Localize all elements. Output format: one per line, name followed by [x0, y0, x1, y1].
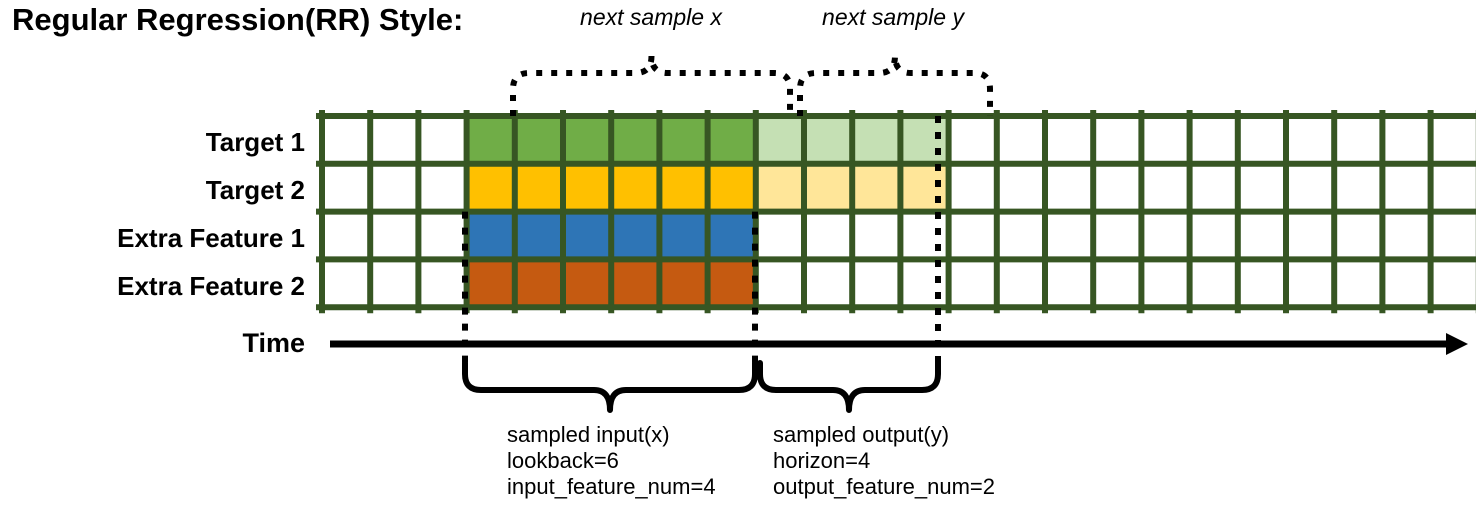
brace-caption-next-sample-y: next sample y [822, 4, 964, 30]
grid-cell [563, 259, 612, 308]
top-dotted-braces [510, 55, 993, 116]
grid-cell [707, 163, 756, 212]
grid-cell [514, 259, 563, 308]
grid-cell [804, 116, 853, 164]
grid-cell [466, 116, 515, 164]
grid-cell [563, 163, 612, 212]
brace-caption-next-sample-x: next sample x [580, 4, 722, 30]
grid-cell [514, 163, 563, 212]
page-title: Regular Regression(RR) Style: [12, 2, 464, 37]
grid-cell [804, 163, 853, 212]
time-axis-label: Time [242, 328, 305, 358]
grid-cell [563, 116, 612, 164]
grid-cell [707, 211, 756, 260]
row-label-extra-feature-1: Extra Feature 1 [117, 223, 305, 253]
grid-cell [900, 116, 949, 164]
grid-cell [466, 259, 515, 308]
time-axis-arrowhead [1446, 333, 1468, 355]
top-brace [797, 55, 993, 116]
timeline-grid [316, 110, 1476, 314]
grid-cell [611, 211, 660, 260]
note-line: sampled output(y) [773, 422, 950, 447]
grid-cell [707, 259, 756, 308]
grid-cell [852, 116, 901, 164]
grid-cell [755, 116, 804, 164]
grid-cell [900, 163, 949, 212]
bottom-brace [757, 360, 941, 413]
grid-cell [659, 116, 708, 164]
time-axis-arrow [330, 333, 1468, 355]
note-sampled-output: sampled output(y) horizon=4 output_featu… [773, 422, 995, 500]
grid-cell [514, 116, 563, 164]
dotted-dividers [462, 116, 941, 366]
note-line: horizon=4 [773, 448, 871, 473]
note-line: output_feature_num=2 [773, 474, 996, 499]
grid-cell [563, 211, 612, 260]
note-line: input_feature_num=4 [507, 474, 716, 499]
grid-cell [611, 116, 660, 164]
grid-cell [755, 163, 804, 212]
grid-cell [611, 259, 660, 308]
grid-cell [659, 163, 708, 212]
grid-cell [659, 259, 708, 308]
grid-cell [852, 163, 901, 212]
top-brace [510, 55, 793, 116]
note-line: sampled input(x) [507, 422, 670, 447]
bottom-brace [462, 360, 758, 413]
grid-cell [466, 163, 515, 212]
row-label-target-2: Target 2 [205, 175, 305, 205]
grid-cell [466, 211, 515, 260]
grid-lines [316, 110, 1476, 314]
grid-cell [659, 211, 708, 260]
note-line: lookback=6 [507, 448, 619, 473]
note-sampled-input: sampled input(x) lookback=6 input_featur… [507, 422, 716, 500]
row-label-target-1: Target 1 [205, 127, 305, 157]
bottom-braces [462, 360, 941, 413]
grid-cell [514, 211, 563, 260]
grid-cell [611, 163, 660, 212]
row-label-extra-feature-2: Extra Feature 2 [117, 271, 305, 301]
grid-cell [707, 116, 756, 164]
